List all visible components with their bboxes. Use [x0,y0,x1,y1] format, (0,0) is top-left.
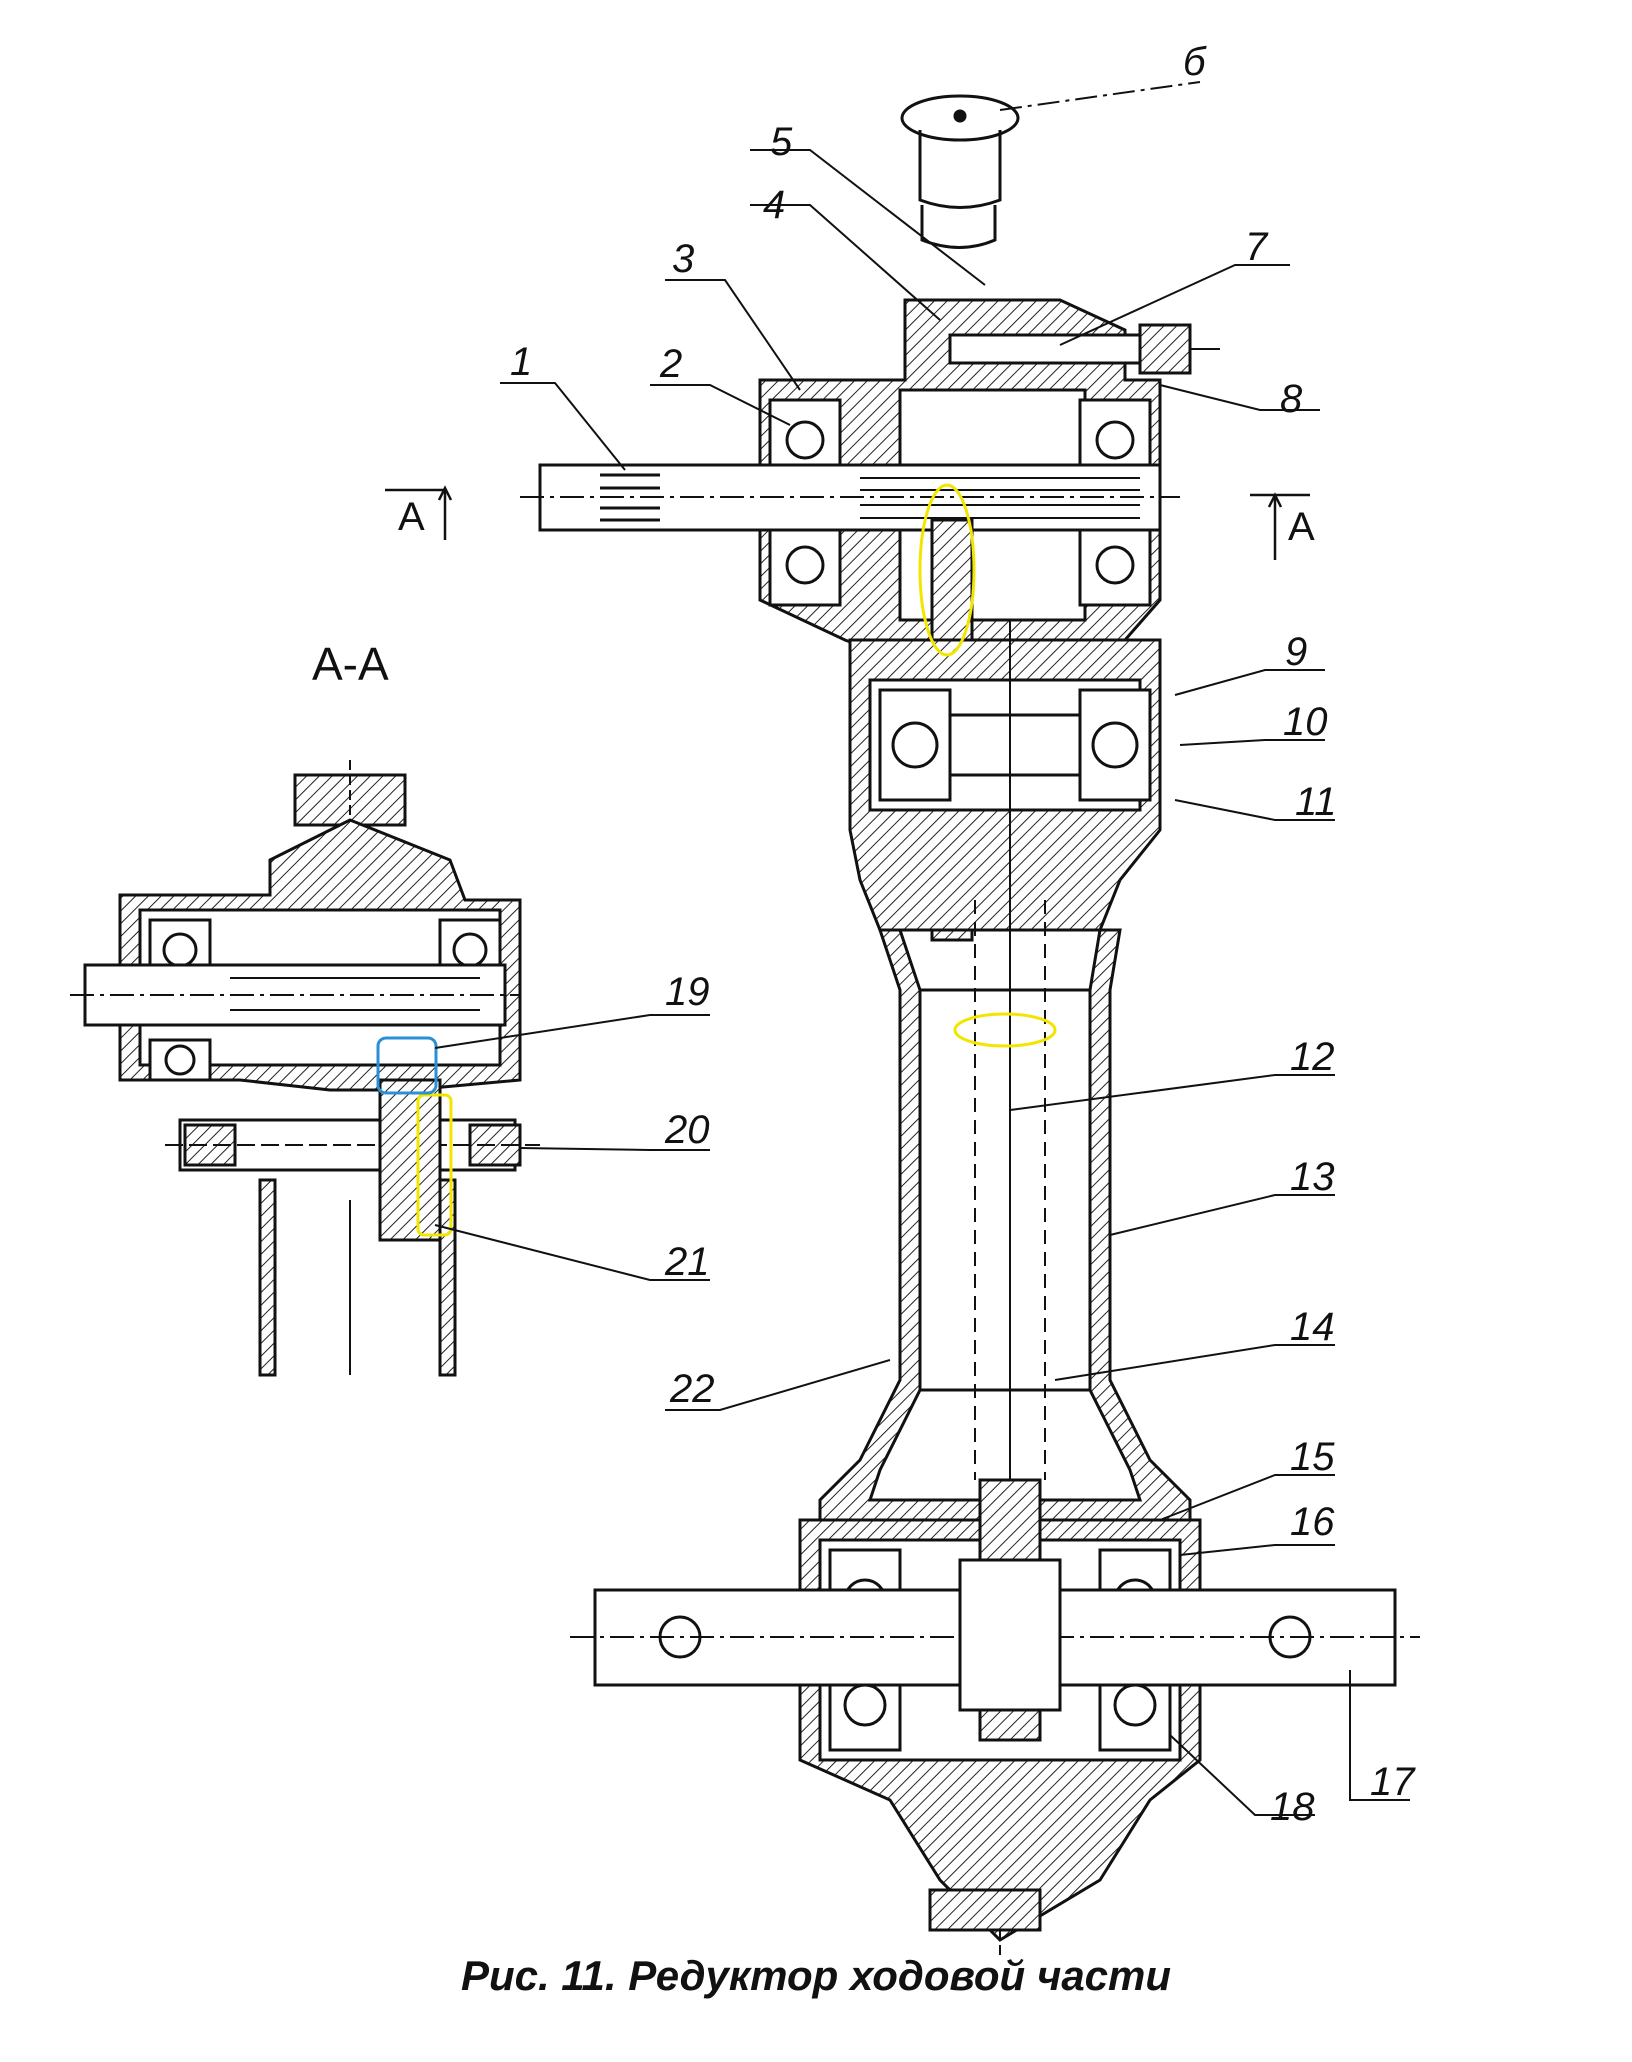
section-line-markers [385,485,1310,560]
callout-3: 3 [672,237,694,281]
callout-labels: 1 2 3 4 5 б 7 8 9 10 11 12 13 14 15 16 1… [510,40,1416,1829]
bottom-bolt [928,1888,1042,1960]
highlight-upper-gear [918,483,976,657]
callout-7: 7 [1245,225,1269,269]
wheel-axle [570,1558,1420,1712]
callout-8: 8 [1280,377,1303,421]
highlight-chain [953,1012,1057,1048]
main-view [385,81,1420,1960]
section-title: А-А [312,638,389,690]
figure-caption: Рис. 11. Редуктор ходовой части [460,1952,1172,1999]
middle-bearing-block [848,638,1162,932]
callout-22: 22 [669,1367,715,1411]
callout-14: 14 [1290,1305,1335,1349]
callout-18: 18 [1270,1785,1315,1829]
callout-1: 1 [510,340,532,384]
callout-5: 5 [770,120,793,164]
callout-10: 10 [1283,700,1328,744]
highlights [376,483,1057,1237]
callout-17: 17 [1370,1760,1416,1804]
callout-13: 13 [1290,1155,1335,1199]
leader-lines [434,149,1410,1816]
callout-2: 2 [659,342,682,386]
highlight-section-key [376,1036,438,1095]
callout-b: б [1183,40,1207,84]
callout-21: 21 [664,1240,710,1284]
callout-11: 11 [1295,780,1337,824]
shift-knob [900,81,1201,249]
section-mark-left: А [398,495,425,539]
callout-19: 19 [665,970,710,1014]
callout-16: 16 [1290,1500,1335,1544]
callout-12: 12 [1290,1035,1335,1079]
section-view [70,760,540,1377]
tube-body [818,620,1192,1532]
input-shaft [520,463,1180,532]
callout-9: 9 [1285,630,1307,674]
callout-4: 4 [763,183,785,227]
callout-20: 20 [664,1108,710,1152]
highlight-section-gear [416,1093,453,1237]
section-mark-right: А [1288,505,1315,549]
callout-15: 15 [1290,1435,1335,1479]
top-bolt [948,323,1220,375]
